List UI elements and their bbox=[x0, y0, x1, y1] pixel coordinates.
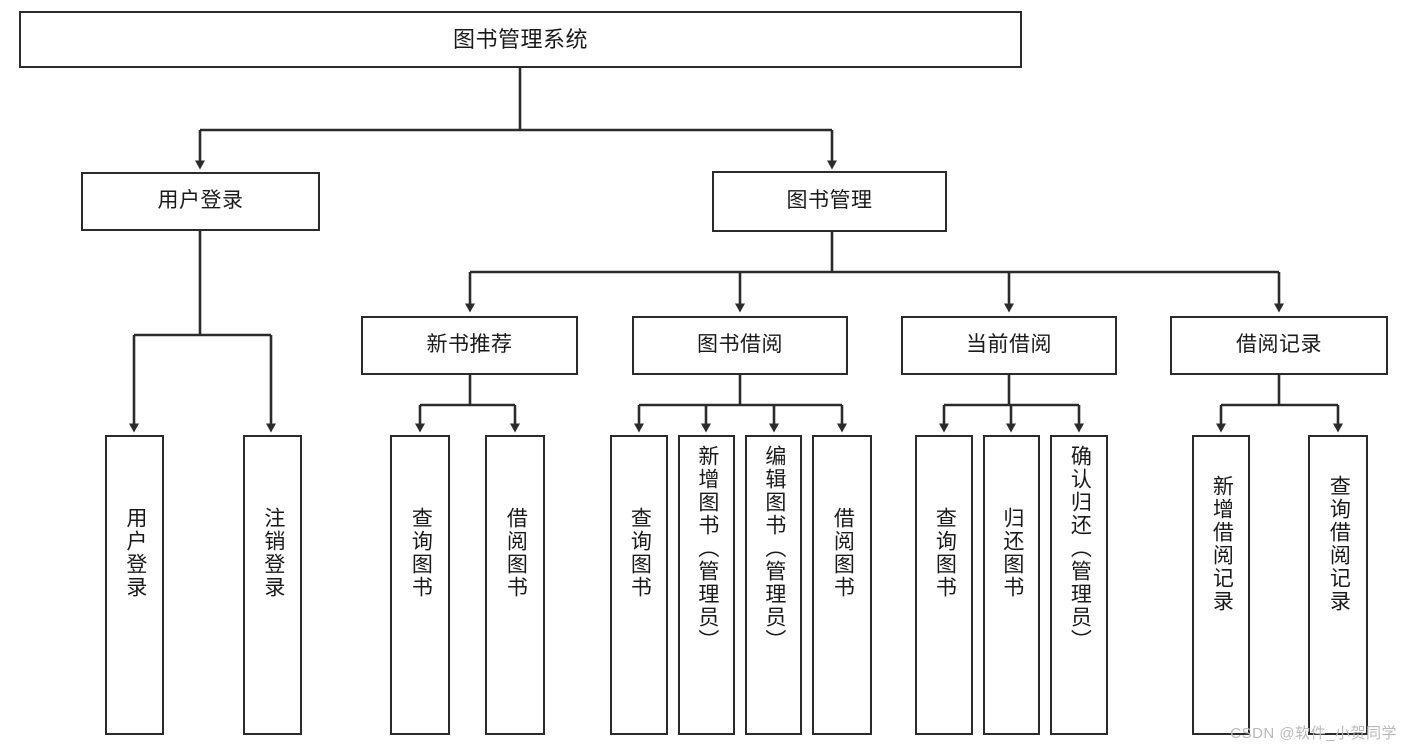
node-leaf-return-book-label: 归还图书 bbox=[1000, 507, 1024, 599]
node-leaf-borrow-book-1-label: 借阅图书 bbox=[504, 507, 528, 599]
node-user-login-label: 用户登录 bbox=[157, 189, 244, 213]
node-book-borrow[interactable]: 图书借阅 bbox=[632, 316, 848, 375]
node-book-manage-label: 图书管理 bbox=[786, 189, 873, 213]
node-leaf-query-book-3-label: 查询图书 bbox=[933, 507, 957, 599]
node-leaf-user-login-label: 用户登录 bbox=[123, 507, 147, 599]
node-borrow-record[interactable]: 借阅记录 bbox=[1170, 316, 1388, 375]
node-leaf-user-login[interactable]: 用户登录 bbox=[105, 435, 164, 735]
node-leaf-add-borrow-record[interactable]: 新增借阅记录 bbox=[1192, 435, 1250, 735]
node-leaf-query-book-1-label: 查询图书 bbox=[409, 507, 433, 599]
node-new-book-recommend[interactable]: 新书推荐 bbox=[361, 316, 578, 375]
node-leaf-add-book-admin[interactable]: 新增图书（管理员） bbox=[678, 435, 735, 735]
node-user-login[interactable]: 用户登录 bbox=[81, 172, 320, 231]
node-leaf-return-book[interactable]: 归还图书 bbox=[983, 435, 1040, 735]
node-leaf-edit-book-admin[interactable]: 编辑图书（管理员） bbox=[745, 435, 802, 735]
node-leaf-query-book-2-label: 查询图书 bbox=[628, 507, 652, 599]
node-leaf-borrow-book-1[interactable]: 借阅图书 bbox=[485, 435, 545, 735]
node-current-borrow-label: 当前借阅 bbox=[966, 333, 1052, 357]
node-leaf-user-logout-label: 注销登录 bbox=[261, 507, 285, 599]
node-leaf-borrow-book-2[interactable]: 借阅图书 bbox=[812, 435, 872, 735]
node-leaf-add-borrow-record-label: 新增借阅记录 bbox=[1210, 475, 1234, 613]
node-leaf-confirm-return-admin[interactable]: 确认归还（管理员） bbox=[1050, 435, 1108, 735]
node-leaf-query-borrow-record[interactable]: 查询借阅记录 bbox=[1308, 435, 1368, 735]
node-leaf-user-logout[interactable]: 注销登录 bbox=[243, 435, 302, 735]
node-book-borrow-label: 图书借阅 bbox=[697, 333, 783, 357]
csdn-watermark: CSDN @软件_小贺同学 bbox=[1230, 725, 1397, 742]
node-book-manage[interactable]: 图书管理 bbox=[712, 171, 947, 232]
node-root-system-label: 图书管理系统 bbox=[452, 26, 588, 52]
node-new-book-recommend-label: 新书推荐 bbox=[426, 333, 513, 357]
node-current-borrow[interactable]: 当前借阅 bbox=[901, 316, 1117, 375]
node-borrow-record-label: 借阅记录 bbox=[1236, 333, 1322, 357]
node-leaf-edit-book-admin-label: 编辑图书（管理员） bbox=[762, 445, 786, 652]
node-leaf-confirm-return-admin-label: 确认归还（管理员） bbox=[1068, 445, 1092, 652]
node-leaf-borrow-book-2-label: 借阅图书 bbox=[831, 507, 855, 599]
node-leaf-add-book-admin-label: 新增图书（管理员） bbox=[695, 445, 719, 652]
node-leaf-query-borrow-record-label: 查询借阅记录 bbox=[1327, 475, 1351, 613]
node-leaf-query-book-2[interactable]: 查询图书 bbox=[610, 435, 668, 735]
node-leaf-query-book-3[interactable]: 查询图书 bbox=[915, 435, 973, 735]
node-leaf-query-book-1[interactable]: 查询图书 bbox=[390, 435, 450, 735]
node-root-system[interactable]: 图书管理系统 bbox=[19, 11, 1022, 68]
